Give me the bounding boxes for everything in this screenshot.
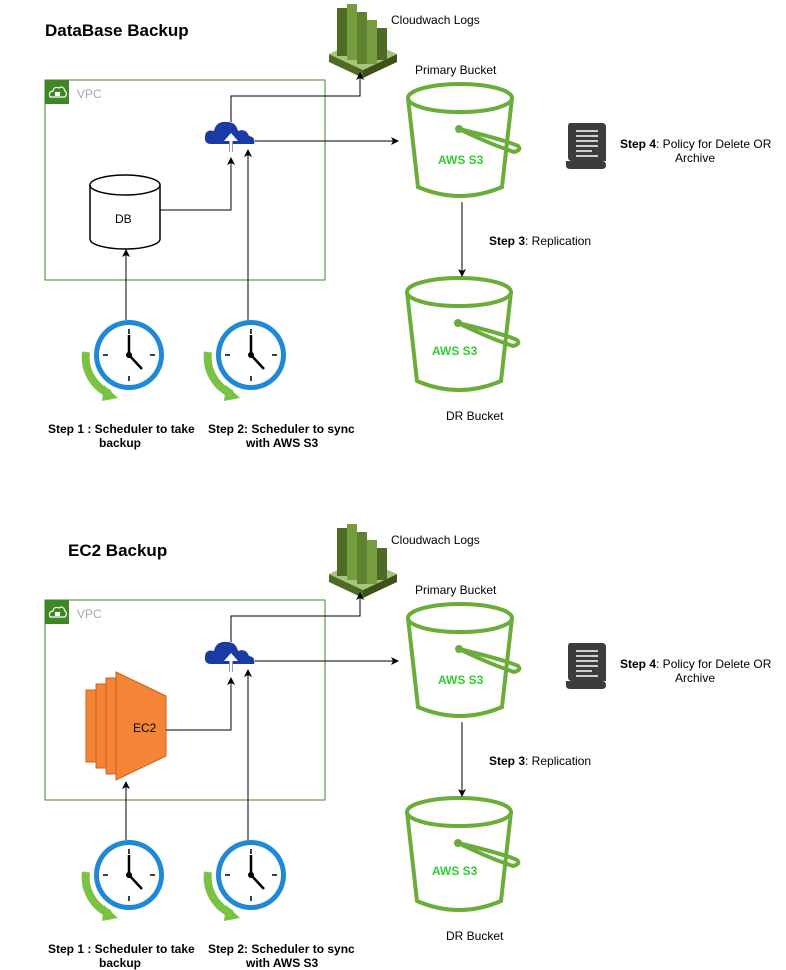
- dr-bucket-service: AWS S3: [432, 864, 478, 878]
- primary-bucket-service: AWS S3: [438, 153, 484, 167]
- vpc-cloud-lock-icon: [48, 86, 68, 98]
- step1-label-line2: backup: [99, 436, 141, 450]
- vpc-cloud-lock-icon: [48, 606, 68, 618]
- dr-bucket-service: AWS S3: [432, 344, 478, 358]
- policy-scroll-icon: [566, 643, 606, 689]
- vpc-label: VPC: [77, 87, 102, 101]
- step1-label-line2: backup: [99, 956, 141, 970]
- scheduler-clock-icon-step2: [203, 320, 286, 401]
- ec2-icon: [85, 671, 167, 781]
- primary-bucket-icon: [406, 602, 522, 718]
- step2-label-line1: Step 2: Scheduler to sync: [208, 942, 355, 956]
- upload-cloud-icon: [204, 121, 255, 152]
- dr-bucket-label: DR Bucket: [446, 929, 504, 943]
- primary-bucket-label: Primary Bucket: [415, 63, 497, 77]
- connectors: [122, 592, 466, 840]
- step1-label-line1: Step 1 : Scheduler to take: [48, 422, 195, 436]
- policy-scroll-icon: [566, 123, 606, 169]
- arrow-cloud-to-cloudwatch: [230, 72, 364, 122]
- upload-cloud-icon: [204, 641, 255, 672]
- primary-bucket-icon: [406, 82, 522, 198]
- step1-label-line1: Step 1 : Scheduler to take: [48, 942, 195, 956]
- cloudwatch-logs-label: Cloudwach Logs: [391, 13, 480, 27]
- connectors: [122, 72, 466, 320]
- step2-label-line1: Step 2: Scheduler to sync: [208, 422, 355, 436]
- arrow-db-to-cloud: [160, 157, 235, 211]
- step2-label-line2: with AWS S3: [245, 436, 319, 450]
- section-database-backup: DataBase Backup Cloudwach Logs VPC DB: [44, 4, 772, 450]
- vpc-box: [44, 599, 326, 801]
- scheduler-clock-icon-step2: [203, 840, 286, 921]
- primary-bucket-label: Primary Bucket: [415, 583, 497, 597]
- db-label: DB: [115, 212, 132, 226]
- database-icon: [89, 174, 161, 250]
- cloudwatch-logs-icon: [329, 524, 397, 598]
- arrow-cloud-to-cloudwatch: [230, 592, 364, 642]
- step4-label-line2: Archive: [675, 671, 715, 685]
- primary-bucket-service: AWS S3: [438, 673, 484, 687]
- step3-label: Step 3: Replication: [489, 754, 591, 768]
- arrow-ec2-to-cloud: [166, 677, 235, 731]
- step4-label: Step 4: Policy for Delete OR: [620, 137, 772, 151]
- section-title: DataBase Backup: [45, 21, 189, 40]
- scheduler-clock-icon-step1: [81, 320, 164, 401]
- section-ec2-backup: EC2 Backup Cloudwach Logs VPC: [44, 524, 772, 970]
- vpc-box: [44, 79, 326, 281]
- step3-label: Step 3: Replication: [489, 234, 591, 248]
- dr-bucket-icon: [405, 276, 521, 392]
- vpc-label: VPC: [77, 607, 102, 621]
- cloudwatch-logs-icon: [329, 4, 397, 78]
- step4-label-line2: Archive: [675, 151, 715, 165]
- ec2-label: EC2: [133, 721, 157, 735]
- section-title: EC2 Backup: [68, 541, 167, 560]
- cloudwatch-logs-label: Cloudwach Logs: [391, 533, 480, 547]
- step2-label-line2: with AWS S3: [245, 956, 319, 970]
- scheduler-clock-icon-step1: [81, 840, 164, 921]
- dr-bucket-label: DR Bucket: [446, 409, 504, 423]
- dr-bucket-icon: [405, 796, 521, 912]
- step4-label: Step 4: Policy for Delete OR: [620, 657, 772, 671]
